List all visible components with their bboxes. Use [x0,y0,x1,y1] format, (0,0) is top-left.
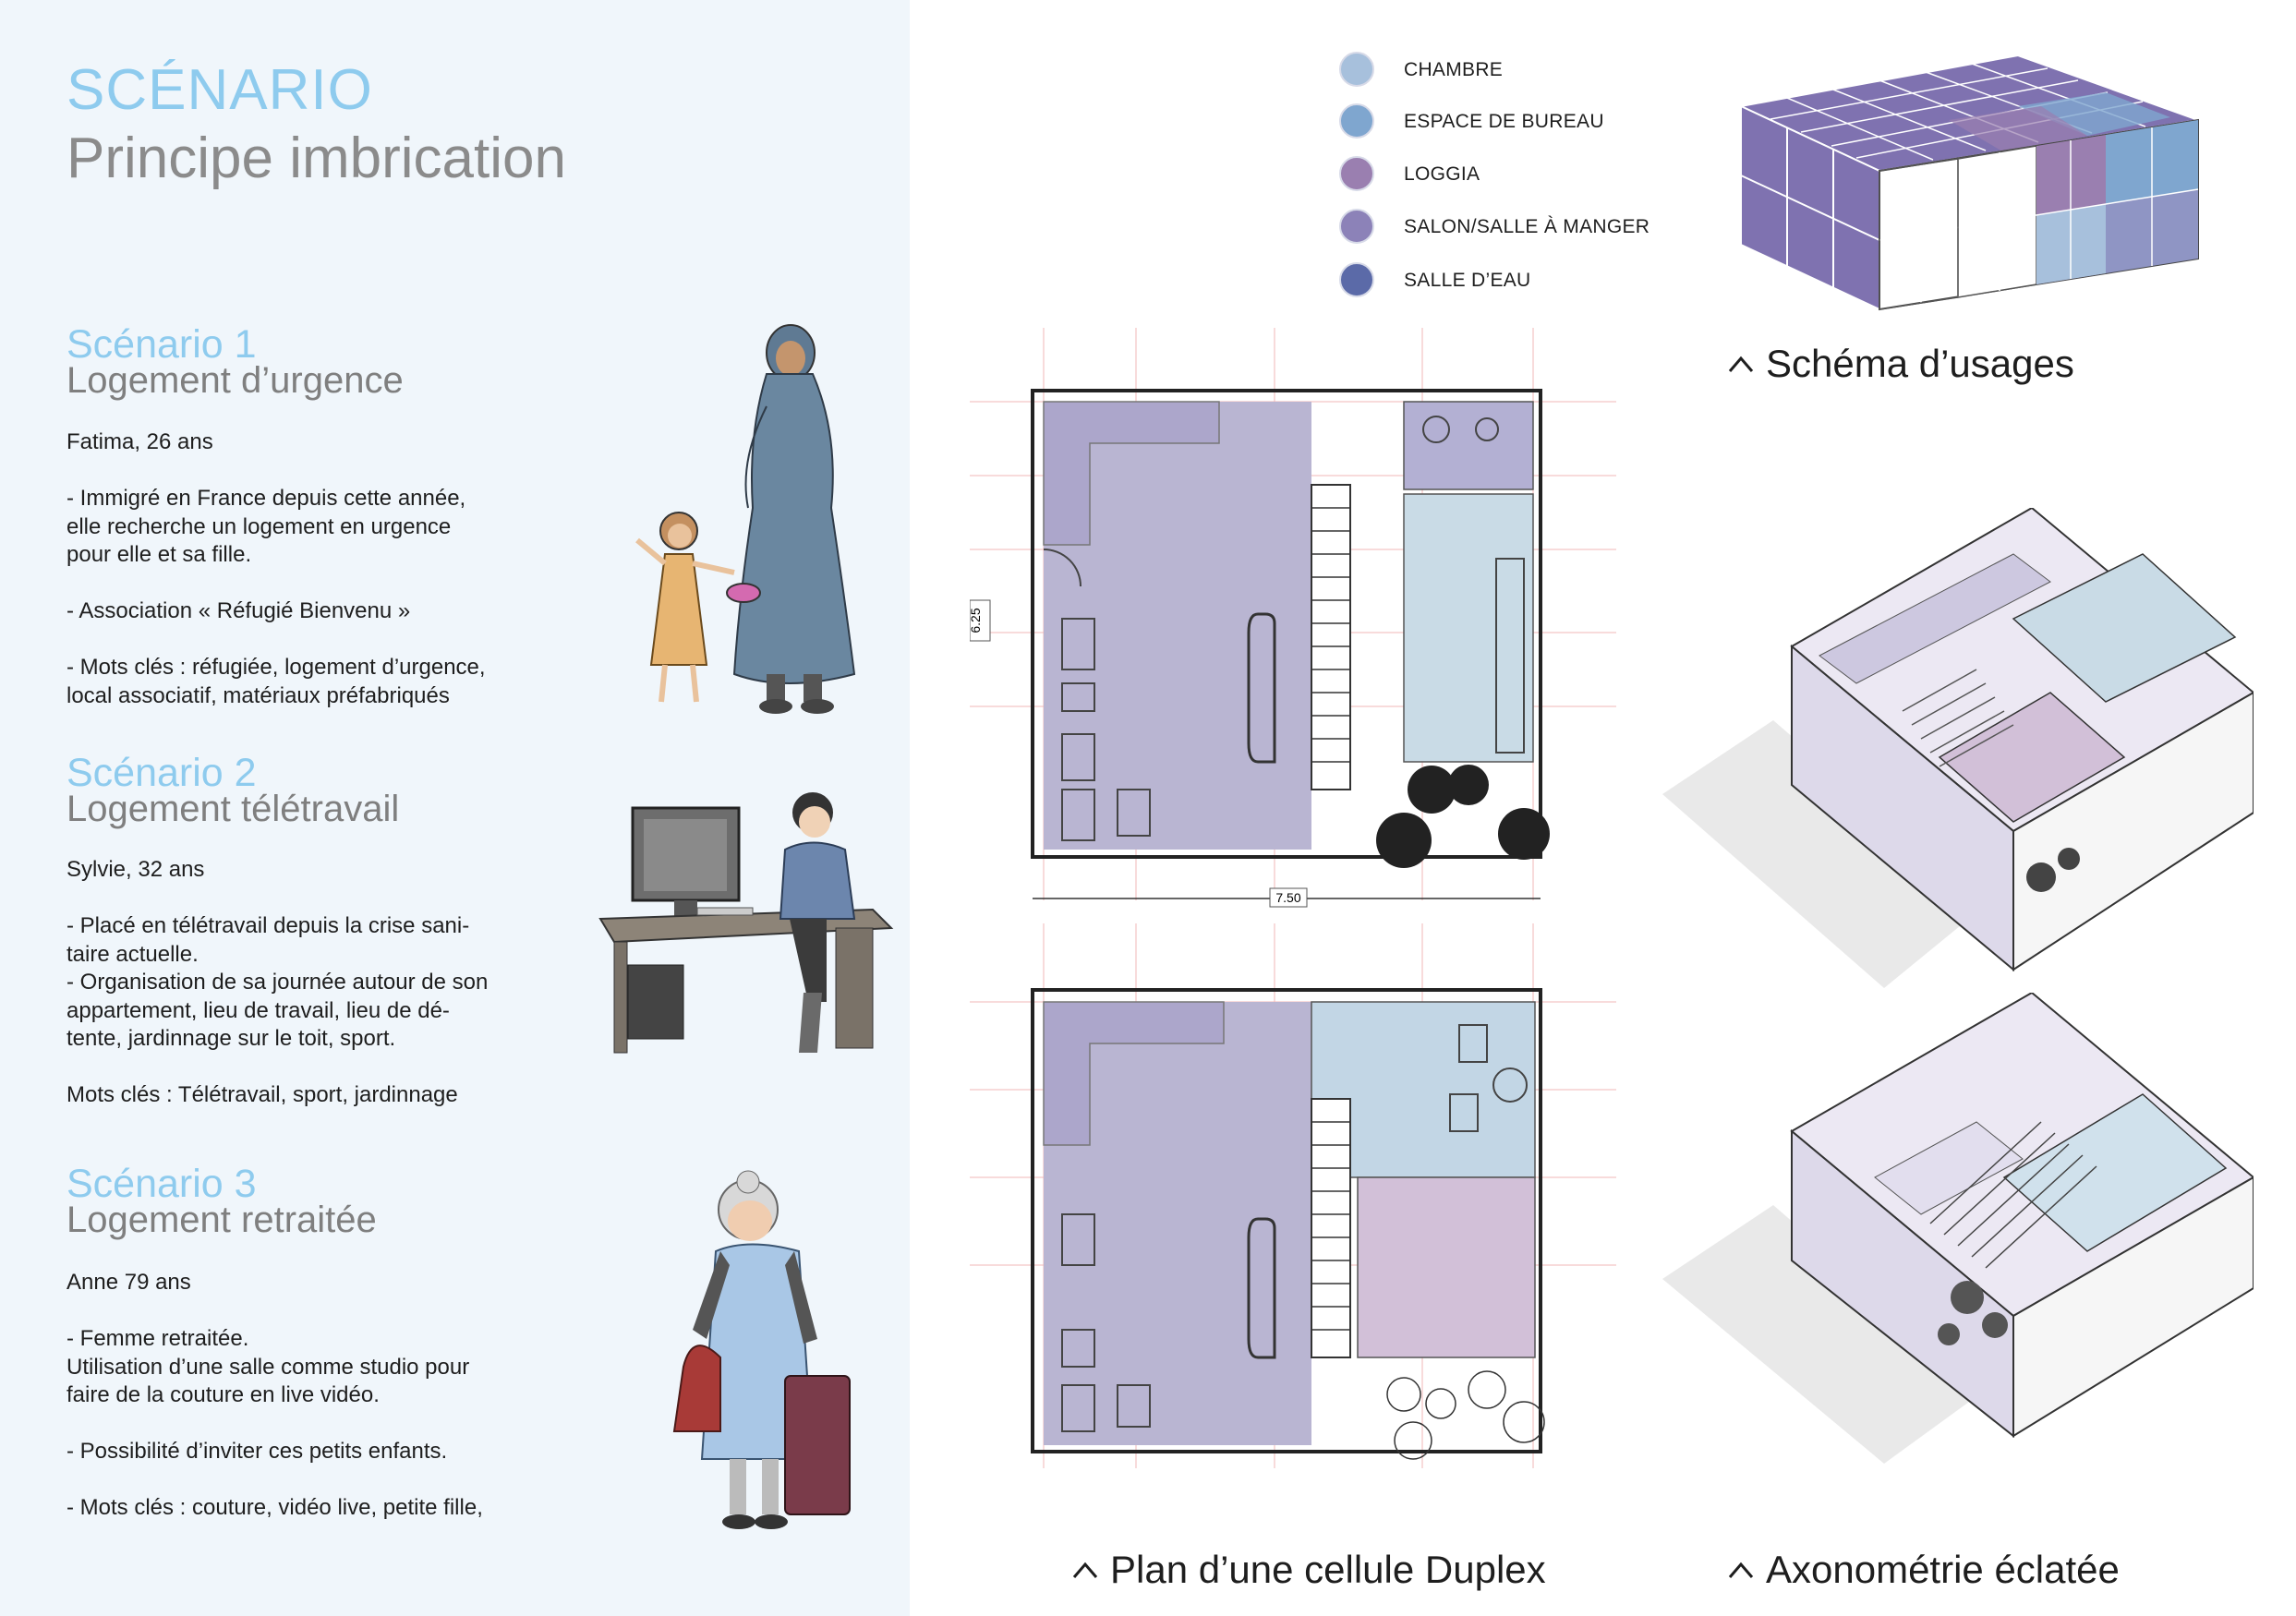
caption-axo-text: Axonométrie éclatée [1766,1548,2120,1591]
legend-swatch [1339,103,1374,139]
caption-schema-text: Schéma d’usages [1766,342,2074,385]
retiree-illustration [672,1170,851,1529]
plan-height-label: 6.25 [970,608,983,633]
scenario-2-heading: Scénario 2 [66,751,257,795]
duplex-plan-upper: 6.25 7.50 [970,328,1616,908]
caret-up-icon [1728,356,1754,372]
scenario-3-body: Anne 79 ans - Femme retraitée. Utilisati… [66,1270,483,1520]
scenario-2-subheading: Logement télétravail [66,789,400,829]
page-subtitle: Principe imbrication [66,127,566,190]
legend-swatch [1339,156,1374,191]
legend-label: LOGGIA [1404,163,1480,185]
duplex-plan-lower [970,923,1616,1468]
usage-schema-diagram [1737,54,2199,311]
legend-item-salon: SALON/SALLE À MANGER [1339,209,1709,249]
legend-item-chambre: CHAMBRE [1339,52,1709,92]
caption-schema: Schéma d’usages [1727,342,2074,386]
axonometry-upper [1662,508,2254,988]
scenario-1-body: Fatima, 26 ans - Immigré en France depui… [66,429,486,708]
legend-item-bureau: ESPACE DE BUREAU [1339,103,1709,144]
plan-width-label: 7.50 [1275,890,1300,905]
scenario-3-heading: Scénario 3 [66,1162,257,1206]
legend-label: SALON/SALLE À MANGER [1404,216,1650,237]
scenario-3-subheading: Logement retraitée [66,1200,377,1240]
mother-child-illustration [635,324,856,714]
axonometry-lower [1662,993,2254,1464]
legend-swatch [1339,262,1374,297]
scenario-1-subheading: Logement d’urgence [66,360,404,401]
legend-item-salle-eau: SALLE D’EAU [1339,262,1709,303]
caret-up-icon [1728,1562,1754,1578]
legend-label: CHAMBRE [1404,59,1504,80]
legend-swatch [1339,52,1374,87]
legend-swatch [1339,209,1374,244]
caption-axo: Axonométrie éclatée [1727,1548,2120,1592]
legend-item-loggia: LOGGIA [1339,156,1709,197]
scenario-2-body: Sylvie, 32 ans - Placé en télétravail de… [66,857,489,1107]
caret-up-icon [1072,1562,1098,1578]
scenario-1-heading: Scénario 1 [66,322,257,367]
legend-label: ESPACE DE BUREAU [1404,111,1604,132]
caption-plan: Plan d’une cellule Duplex [1071,1548,1546,1592]
legend-label: SALLE D’EAU [1404,270,1531,291]
teleworker-illustration [598,792,894,1054]
page-title: SCÉNARIO [66,58,373,122]
caption-plan-text: Plan d’une cellule Duplex [1110,1548,1546,1591]
